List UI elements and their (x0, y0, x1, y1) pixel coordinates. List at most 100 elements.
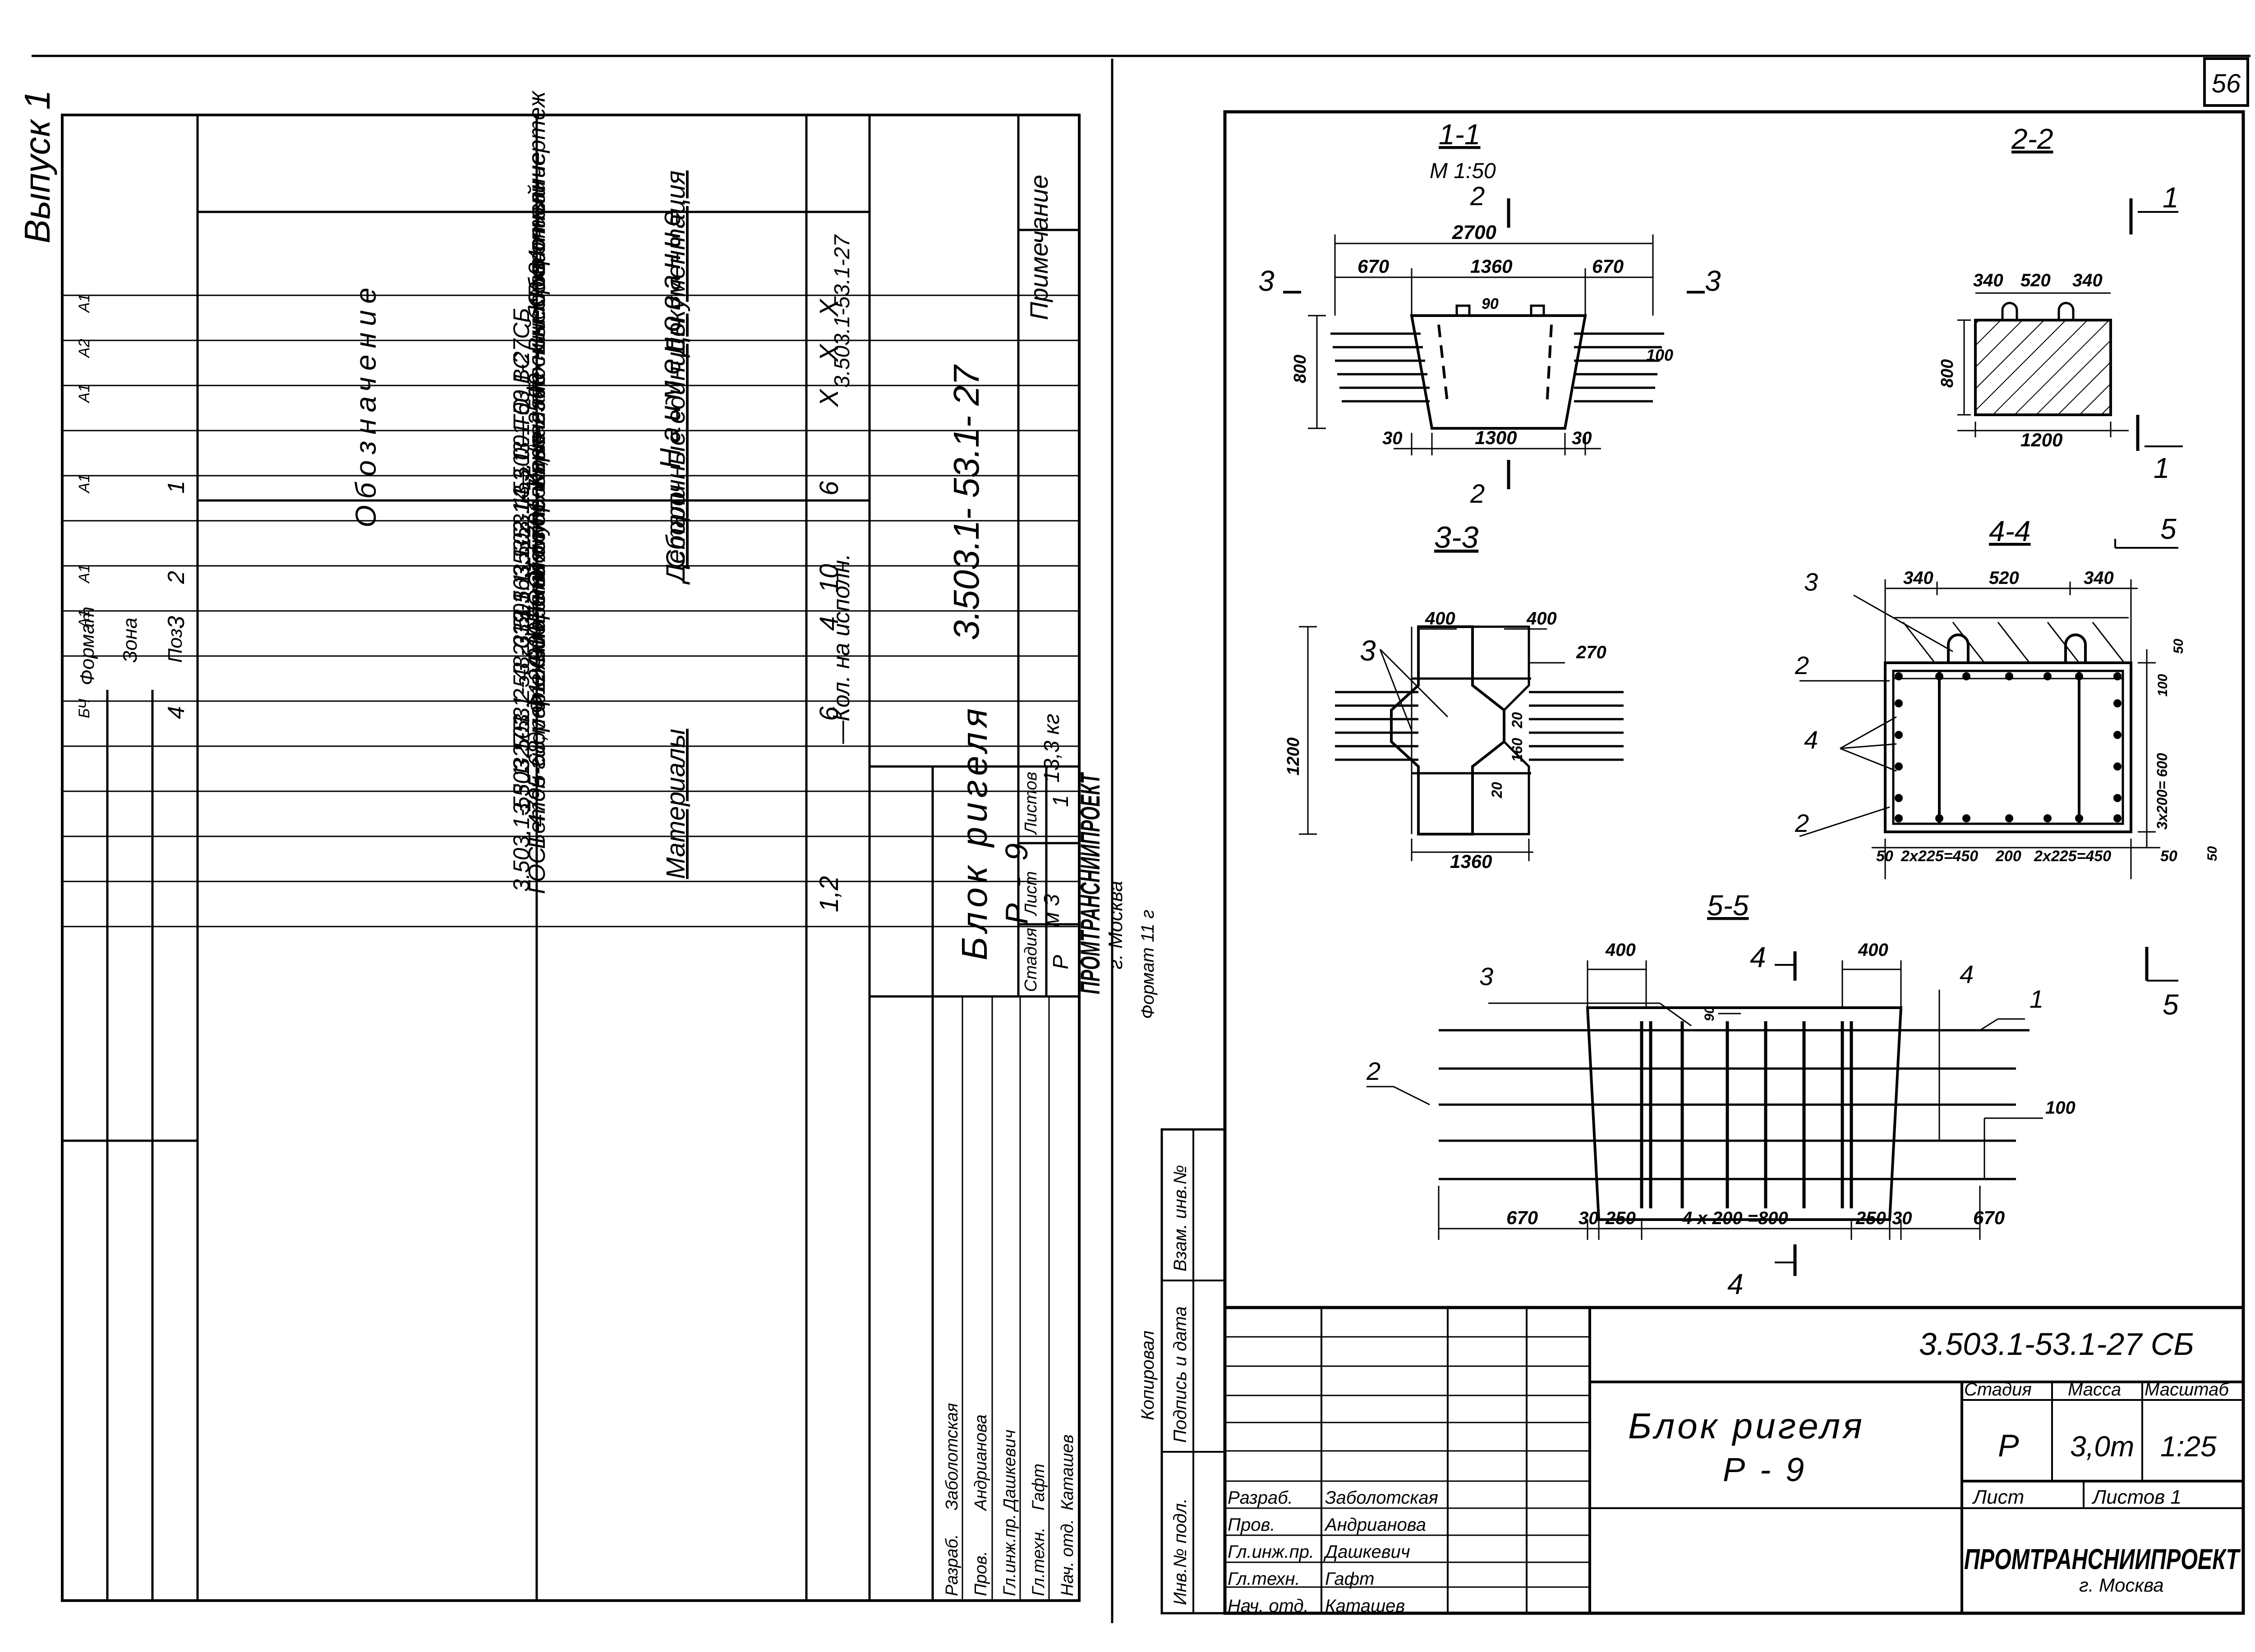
dim-50-44a: 50 (2171, 638, 2186, 654)
dim-30-55b: 30 (1892, 1208, 1912, 1228)
spec-stage: Р (1049, 955, 1073, 969)
drawing-subtitle: Р - 9 (1723, 1451, 1807, 1488)
col-qty-code: 3.503.1-53.1-27 (830, 234, 854, 388)
dim-100-55: 100 (2045, 1098, 2076, 1118)
label-3-44: 3 (1804, 568, 1818, 596)
spec-format-cell: А2 (76, 339, 93, 358)
spec-note-cell: м 3 (1040, 894, 1064, 927)
spec-name-cell: Бетон гидротехнический (524, 563, 550, 849)
page-number: 56 (2212, 69, 2241, 98)
sheet-borders (32, 55, 2250, 1623)
drawing-mass-label: Масса (2068, 1380, 2121, 1400)
dim-1200-33: 1200 (1284, 737, 1303, 776)
dim-50-44b: 50 (1876, 848, 1893, 865)
drawing-title-block (1225, 1306, 2243, 1613)
spec-grid (61, 114, 1081, 1602)
spec-format: Формат 11 г (1138, 910, 1158, 1019)
section-4-4-label: 4-4 (1989, 515, 2031, 547)
side-label-replace: Взам. инв.№ (1170, 1165, 1190, 1271)
spec-qty-cell: 4 (815, 616, 844, 631)
dim-1360-33: 1360 (1450, 851, 1492, 872)
dim-400-a: 400 (1425, 609, 1455, 629)
label-2-44-a: 2 (1795, 651, 1809, 679)
spec-code: 3.503.1- 53.1- 27 (946, 364, 986, 640)
dim-2700: 2700 (1452, 221, 1496, 243)
drawing-staff: Разраб.ЗаболотскаяПров.АндриановаГл.инж.… (1228, 1488, 1438, 1616)
specification: Выпуск 1 Формат Зона Поз. Обозначение На… (17, 90, 1158, 1602)
spec-sheets-label: Листов (1022, 772, 1040, 835)
drawing-staff-role: Разраб. (1228, 1488, 1293, 1508)
col-note: Примечание (1025, 175, 1053, 321)
spec-name-cell: Каркас плоский КР 34 (524, 249, 550, 488)
spec-note-cell: 13,3 кг (1040, 714, 1064, 783)
spec-title-block (870, 115, 1081, 1601)
spec-name-cell: Петля строповочная (524, 385, 550, 624)
dim-520-44: 520 (1989, 568, 2019, 588)
spec-city: г. Москва (1104, 881, 1127, 969)
spec-format-cell: А1 (76, 564, 93, 584)
drawing-staff-name: Заболотская (1325, 1488, 1438, 1508)
label-3-55: 3 (1479, 962, 1493, 991)
col-zone: Зона (119, 618, 141, 663)
dim-50-44c: 50 (2160, 848, 2177, 865)
label-2-44-b: 2 (1795, 809, 1809, 837)
spec-staff-name: Каташев (1058, 1435, 1077, 1510)
dim-90: 90 (1482, 295, 1499, 312)
label-2-55: 2 (1366, 1057, 1381, 1085)
dim-800-22: 800 (1938, 359, 1957, 388)
spec-staff-role: Пров. (971, 1551, 990, 1596)
drawing-sheets-label: Листов 1 (2091, 1486, 2181, 1508)
spec-qty-cell: 6 (815, 706, 844, 721)
spec-pos-cell: 1 (163, 481, 189, 494)
section-1-1-label: 1-1 (1439, 118, 1481, 151)
drawing-stage: Р (1998, 1428, 2019, 1463)
spec-format-cell: А1 (76, 294, 93, 313)
spec-format-cell: БЧ (76, 699, 93, 718)
section-3-3-label: 3-3 (1434, 520, 1478, 555)
dim-400-55a: 400 (1605, 940, 1636, 960)
dim-4x200: 4 x 200 =800 (1682, 1208, 1788, 1228)
dim-20-a: 20 (1509, 712, 1525, 729)
drawing-scale-label: Масштаб (2145, 1380, 2229, 1400)
spec-staff: Разраб.ЗаболотскаяПров.АндриановаГл.инж.… (943, 1403, 1077, 1596)
spec-staff-name: Гафт (1029, 1464, 1048, 1510)
spec-staff-name: Заболотская (943, 1403, 962, 1510)
col-designation: Обозначение (350, 281, 382, 528)
spec-pos-cell: 2 (163, 571, 189, 584)
spec-name-cell: Сборочный чертеж (524, 90, 550, 308)
dim-340-44a: 340 (1903, 568, 1933, 588)
drawing-staff-name: Каташев (1325, 1596, 1405, 1616)
dim-340-b: 340 (2072, 271, 2103, 290)
dim-670-55a: 670 (1506, 1207, 1538, 1228)
cut-mark-4-top: 4 (1750, 941, 1766, 973)
label-4-55: 4 (1960, 960, 1974, 988)
section-3-3: 3-3 (1284, 520, 1624, 872)
dim-2x225-a: 2x225=450 (1901, 848, 1978, 865)
drawing-stage-label: Стадия (1964, 1380, 2032, 1400)
spec-qty-cell: 6 (815, 481, 844, 496)
dim-1360: 1360 (1470, 256, 1512, 277)
spec-designation-cell: 3.503.1-53.1-27СБ (509, 308, 534, 498)
spec-name-cell: Выборка стали (524, 180, 550, 353)
section-1-1-scale: М 1:50 (1430, 159, 1496, 183)
dim-800: 800 (1291, 355, 1310, 383)
spec-staff-role: Гл.инж.пр. (1000, 1514, 1019, 1596)
dim-200-44: 200 (1995, 848, 2021, 865)
dim-30-left: 30 (1382, 428, 1403, 448)
cut-mark-4-bottom: 4 (1727, 1268, 1744, 1300)
dim-160: 160 (1509, 738, 1525, 762)
dim-250-55b: 250 (1855, 1208, 1886, 1228)
spec-name-cell: Документация (661, 170, 690, 358)
dim-90-55: 90 (1702, 1006, 1717, 1021)
spec-title: Блок ригеля (954, 704, 994, 960)
drawing-staff-role: Пров. (1228, 1515, 1275, 1535)
issue-label: Выпуск 1 (17, 90, 57, 243)
spec-designation-cell: 3.503.1-53.1 — 00 ВС (509, 353, 534, 577)
dim-520: 520 (2020, 271, 2051, 290)
drawing-staff-name: Андрианова (1324, 1515, 1426, 1535)
spec-name-cell: ГОСТ 4795-68,марки 300 (524, 622, 550, 894)
cut-mark-1-bottom: 1 (2154, 452, 2170, 484)
spec-qty-cell: 10 (815, 564, 844, 593)
dim-2x225-b: 2x225=450 (2034, 848, 2111, 865)
